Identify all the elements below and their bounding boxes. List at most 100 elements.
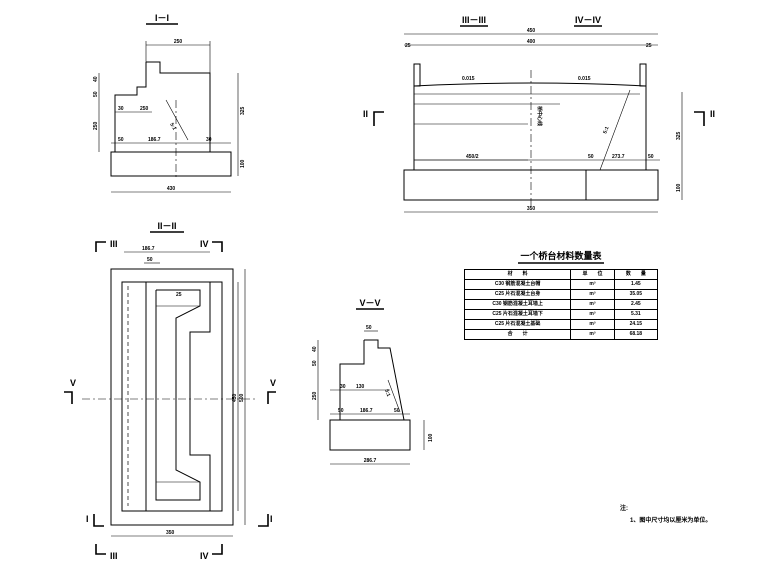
level-right: 0.015 bbox=[578, 76, 591, 82]
dim-top-b: 50 bbox=[147, 257, 153, 263]
total-unit: m³ bbox=[570, 329, 615, 340]
marker-ii-right: II bbox=[710, 109, 715, 119]
dim-base-h: 100 bbox=[428, 433, 434, 442]
dim-left: 50 bbox=[338, 408, 344, 414]
view-i-i: I－I 250 5:1 30 250 50 186.7 30 40 50 250… bbox=[93, 13, 246, 193]
table-total-row: 合 计 m³ 68.18 bbox=[463, 329, 659, 340]
marker-v-right: V bbox=[270, 378, 276, 388]
section-iii-title: III－III bbox=[462, 15, 486, 25]
dim-base-w: 430 bbox=[167, 186, 176, 192]
dim-top-width: 250 bbox=[174, 39, 183, 45]
marker-v-left: V bbox=[70, 378, 76, 388]
view-iii-iv: III－III IV－IV 450 400 25 25 5:1 0.015 0.… bbox=[363, 15, 715, 213]
dim-inner-top: 400 bbox=[527, 39, 536, 45]
dim-inner-b: 130 bbox=[356, 384, 365, 390]
cell-unit: m³ bbox=[570, 289, 615, 300]
dim-base-h: 100 bbox=[240, 159, 246, 168]
header-unit: 单 位 bbox=[570, 269, 615, 280]
dim-height: 325 bbox=[676, 131, 682, 140]
cell-quantity: 24.15 bbox=[613, 319, 659, 330]
total-label: 合 计 bbox=[463, 329, 572, 340]
cut-marker bbox=[95, 544, 106, 555]
material-table: 材 料 单 位 数 量 C30 钢筋混凝土台帽 m³ 1.45 C25 片石混凝… bbox=[463, 269, 659, 340]
cell-material: C25 片石混凝土基础 bbox=[463, 319, 572, 330]
foundation bbox=[329, 419, 411, 451]
view-v-v: V－V 50 5:1 30 130 50 186.7 50 40 50 250 … bbox=[312, 298, 434, 465]
cell-material: C30 钢筋混凝土耳墙上 bbox=[463, 299, 572, 310]
dim-edge-left: 25 bbox=[405, 43, 411, 49]
cell-quantity: 1.45 bbox=[613, 279, 659, 290]
table-row: C25 片石混凝土基础 m³ 24.15 bbox=[463, 319, 659, 330]
header-quantity: 数 量 bbox=[613, 269, 659, 280]
center-label: 桥中心线 bbox=[536, 106, 543, 126]
cell-quantity: 35.05 bbox=[613, 289, 659, 300]
cut-marker bbox=[93, 514, 104, 527]
parapet-left bbox=[413, 63, 421, 87]
cut-marker bbox=[212, 544, 223, 555]
table-title: 一个桥台材料数量表 bbox=[520, 250, 602, 261]
dim-bottom-left: 450/2 bbox=[466, 154, 479, 160]
dim-h-a: 40 bbox=[93, 76, 99, 82]
table-row: C25 片石混凝土耳墙下 m³ 5.31 bbox=[463, 309, 659, 320]
foundation bbox=[110, 151, 232, 177]
dim-right: 50 bbox=[394, 408, 400, 414]
section-v-title: V－V bbox=[359, 298, 380, 308]
dim-top: 50 bbox=[366, 325, 372, 331]
dim-h1: 40 bbox=[312, 346, 318, 352]
abutment-body bbox=[114, 61, 211, 153]
table-row: C25 片石混凝土台身 m³ 35.05 bbox=[463, 289, 659, 300]
dim-height-a: 450 bbox=[232, 393, 238, 402]
cut-marker bbox=[95, 241, 106, 252]
cut-marker bbox=[64, 391, 73, 404]
notes-heading: 注: bbox=[620, 504, 628, 512]
marker-i-left: I bbox=[86, 514, 89, 524]
slope-label: 5:1 bbox=[602, 126, 610, 135]
dim-corner: 25 bbox=[176, 292, 182, 298]
dim-height-b: 500 bbox=[239, 393, 245, 402]
dim-inner-a: 30 bbox=[118, 106, 124, 112]
table-header-row: 材 料 单 位 数 量 bbox=[463, 269, 659, 280]
dim-bottom-mid: 50 bbox=[588, 154, 594, 160]
marker-i-right: I bbox=[270, 514, 273, 524]
section-ii-title: II－II bbox=[157, 221, 176, 231]
dim-bottom-right: 50 bbox=[648, 154, 654, 160]
marker-ii-left: II bbox=[363, 109, 368, 119]
cell-unit: m³ bbox=[570, 319, 615, 330]
table-row: C30 钢筋混凝土台帽 m³ 1.45 bbox=[463, 279, 659, 290]
dim-base-w: 350 bbox=[527, 206, 536, 212]
dim-top-a: 186.7 bbox=[142, 246, 155, 252]
dim-left-h: 250 bbox=[312, 391, 318, 400]
header-material: 材 料 bbox=[463, 269, 572, 280]
slope-line bbox=[165, 99, 189, 141]
slope-line bbox=[387, 379, 401, 413]
dim-edge-right: 25 bbox=[646, 43, 652, 49]
marker-iii-bottom: III bbox=[110, 551, 118, 561]
section-i-title: I－I bbox=[155, 13, 169, 23]
cell-material: C25 片石混凝土台身 bbox=[463, 289, 572, 300]
cell-unit: m³ bbox=[570, 309, 615, 320]
view-ii-ii: II－II 186.7 50 25 450 500 350 III IV III… bbox=[64, 221, 276, 561]
cell-material: C25 片石混凝土耳墙下 bbox=[463, 309, 572, 320]
dim-h-c: 250 bbox=[93, 121, 99, 130]
dim-mid: 186.7 bbox=[360, 408, 373, 414]
cut-marker bbox=[373, 111, 384, 126]
dim-base-w: 286.7 bbox=[364, 458, 377, 464]
cut-marker bbox=[267, 391, 276, 404]
cell-quantity: 5.31 bbox=[613, 309, 659, 320]
dim-inner-a: 30 bbox=[340, 384, 346, 390]
dim-bottom-mid2: 273.7 bbox=[612, 154, 625, 160]
cut-marker bbox=[694, 111, 705, 126]
dim-base-h: 100 bbox=[676, 183, 682, 192]
dim-mid-w: 186.7 bbox=[148, 137, 161, 143]
dim-h-b: 50 bbox=[93, 91, 99, 97]
marker-iii-top: III bbox=[110, 239, 118, 249]
slope-label: 5:1 bbox=[383, 389, 391, 398]
slope-line bbox=[599, 89, 631, 171]
total-quantity: 68.18 bbox=[613, 329, 659, 340]
deck-top bbox=[413, 82, 647, 87]
level-left: 0.015 bbox=[462, 76, 475, 82]
dim-h2: 50 bbox=[312, 360, 318, 366]
cut-marker bbox=[258, 514, 269, 527]
note-item: 1、图中尺寸均以厘米为单位。 bbox=[630, 516, 711, 524]
